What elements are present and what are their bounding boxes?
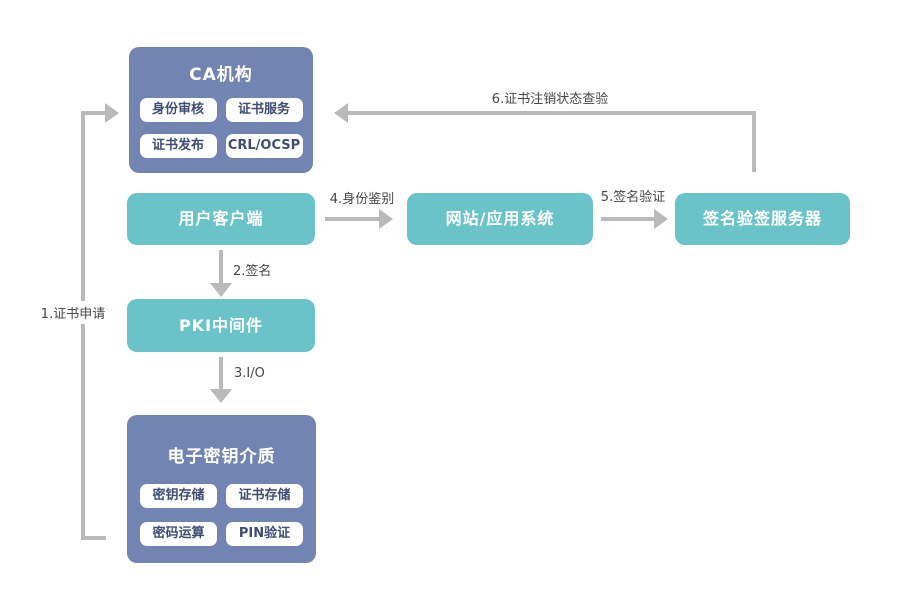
edge5-label: 5.签名验证 (600, 190, 666, 205)
chip-crypto-compute: 密码运算 (140, 522, 217, 546)
node-pki-title: PKI中间件 (178, 316, 264, 335)
chip-identity-review: 身份审核 (139, 98, 217, 122)
edge1-bottom-segment (85, 536, 106, 540)
edge1-vertical-line (81, 111, 85, 540)
node-ca-title: CA机构 (189, 65, 253, 85)
key-media-capability-list: 密钥存储 证书存储 密码运算 PIN验证 (127, 484, 316, 546)
chip-cert-service: 证书服务 (225, 98, 303, 122)
node-user-client: 用户客户端 (127, 193, 315, 245)
chip-cert-publish: 证书发布 (139, 134, 217, 158)
edge3-line (219, 357, 223, 390)
ca-capability-list: 身份审核 证书服务 证书发布 CRL/OCSP (129, 98, 313, 158)
chip-pin-verify: PIN验证 (226, 522, 303, 546)
edge6-arrowhead-icon (334, 103, 348, 123)
edge1-arrowhead-icon (105, 103, 119, 123)
node-key-media-title: 电子密钥介质 (167, 447, 276, 467)
chip-key-storage: 密钥存储 (140, 484, 217, 508)
edge3-arrowhead-icon (210, 389, 232, 403)
node-pki-middleware: PKI中间件 (127, 299, 315, 352)
node-sign-verify-title: 签名验签服务器 (702, 209, 822, 228)
edge6-vertical-line (752, 111, 756, 172)
edge5-line (601, 217, 654, 221)
chip-crl-ocsp: CRL/OCSP (225, 134, 303, 158)
edge4-label: 4.身份鉴别 (329, 192, 395, 207)
node-web-app-system: 网站/应用系统 (407, 193, 593, 245)
edge1-top-segment (85, 111, 105, 115)
edge3-label: 3.I/O (234, 366, 265, 381)
edge6-horizontal-line (348, 111, 756, 115)
edge1-label: 1.证书申请 (34, 301, 112, 324)
node-ca-authority: CA机构 身份审核 证书服务 证书发布 CRL/OCSP (129, 47, 313, 173)
edge5-arrowhead-icon (654, 209, 668, 229)
node-sign-verify-server: 签名验签服务器 (675, 193, 850, 245)
edge2-label: 2.签名 (233, 264, 272, 279)
node-user-client-title: 用户客户端 (178, 209, 264, 228)
edge4-arrowhead-icon (379, 209, 393, 229)
node-web-app-title: 网站/应用系统 (445, 209, 555, 228)
edge4-line (325, 217, 379, 221)
edge6-label: 6.证书注销状态查验 (491, 92, 609, 107)
chip-cert-storage: 证书存储 (226, 484, 303, 508)
edge2-line (219, 250, 223, 284)
edge2-arrowhead-icon (210, 283, 232, 297)
node-key-media: 电子密钥介质 密钥存储 证书存储 密码运算 PIN验证 (127, 415, 316, 563)
